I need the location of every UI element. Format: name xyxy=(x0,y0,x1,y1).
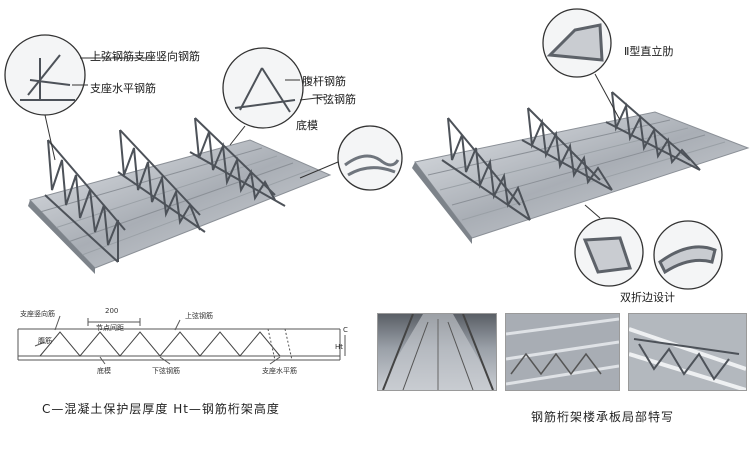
callout-fold-2-detail xyxy=(658,245,717,275)
photos-caption: 钢筋桁架楼承板局部特写 xyxy=(531,410,675,424)
callout-base-detail xyxy=(344,154,400,177)
left-truss-3 xyxy=(189,117,286,207)
label-omega-rib: Ⅱ型直立肋 xyxy=(624,45,674,58)
section-upper-chord: 上弦钢筋 xyxy=(185,312,213,320)
label-base-mold: 底模 xyxy=(296,119,318,132)
callout-leader-3 xyxy=(299,161,339,179)
photo-1 xyxy=(377,313,497,391)
section-dim-c: C xyxy=(343,326,348,334)
callout-circle-base xyxy=(337,125,403,191)
photo-2 xyxy=(505,313,620,391)
callout-leader-2 xyxy=(229,125,246,146)
left-truss-1 xyxy=(44,139,126,263)
left-deck-plate xyxy=(28,139,332,274)
callout-rib-detail xyxy=(546,23,604,62)
label-upper-chord-support: 上弦钢筋支座竖向钢筋 xyxy=(90,50,200,63)
leader-lower-chord xyxy=(299,96,326,101)
label-web-bar: 腹杆钢筋 xyxy=(302,75,346,88)
right-truss-3 xyxy=(605,91,701,171)
right-truss-1 xyxy=(441,117,531,221)
legend-caption: C—混凝土保护层厚度 Ht—钢筋桁架高度 xyxy=(42,402,280,416)
photo-3 xyxy=(628,313,747,391)
section-support-vertical: 支座竖向筋 xyxy=(20,310,55,318)
callout-support-detail xyxy=(20,54,75,101)
section-web: 腹筋 xyxy=(38,337,52,345)
label-double-fold: 双折边设计 xyxy=(620,291,675,304)
section-lower-chord: 下弦钢筋 xyxy=(152,367,180,375)
callout-web-detail xyxy=(234,67,296,113)
label-support-horizontal: 支座水平钢筋 xyxy=(90,82,156,95)
left-truss-2 xyxy=(117,129,206,233)
section-diagram xyxy=(17,315,346,365)
callout-fold-1-detail xyxy=(582,236,633,274)
callout-circle-web xyxy=(222,47,304,129)
callout-leader-fold xyxy=(584,204,601,219)
label-lower-chord: 下弦钢筋 xyxy=(312,93,356,106)
right-truss-2 xyxy=(521,107,613,191)
section-dim-ht: Ht xyxy=(335,343,344,351)
section-spacing-label: 节点间距 xyxy=(96,324,124,332)
callout-leader-1 xyxy=(44,114,56,161)
section-support-horizontal: 支座水平筋 xyxy=(262,367,297,375)
callout-leader-rib xyxy=(594,73,621,121)
section-spacing-value: 200 xyxy=(105,307,119,315)
section-base: 底模 xyxy=(97,367,111,375)
